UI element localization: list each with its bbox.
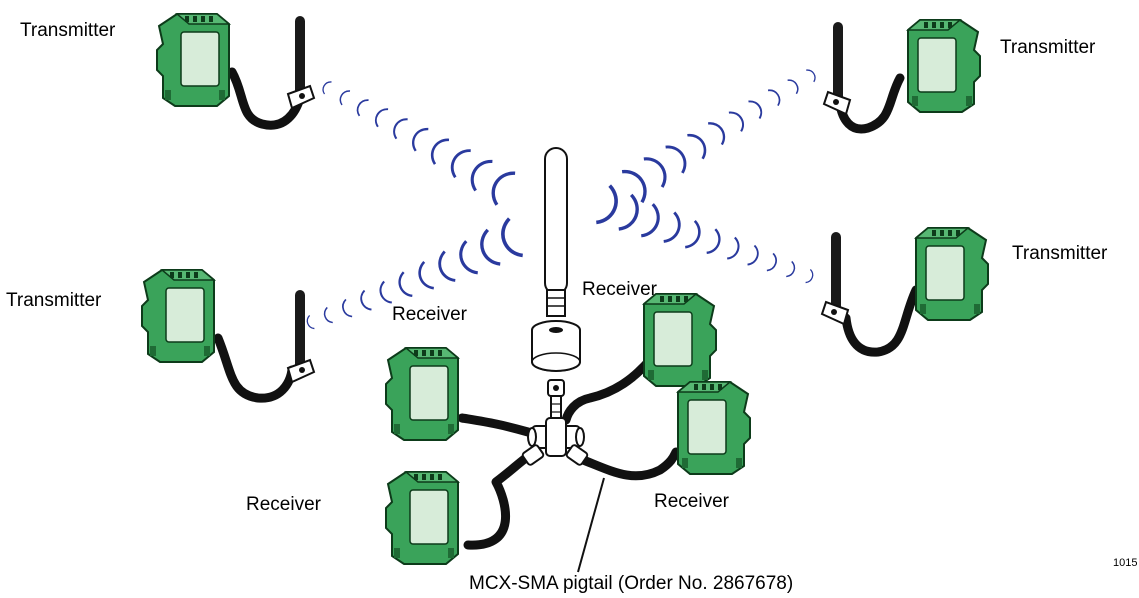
antenna-tx-mid-right — [821, 231, 849, 325]
label-receiver-upper-right: Receiver — [582, 279, 657, 300]
receiver-antenna — [544, 147, 568, 317]
cable-tx-mid-right — [841, 285, 921, 357]
radio-waves-mid-right — [594, 183, 816, 285]
radio-waves-top-left — [319, 79, 517, 207]
label-receiver-lower-right: Receiver — [654, 491, 729, 512]
antenna-tx-mid-left — [287, 289, 315, 383]
figure-id: 1015 — [1113, 557, 1138, 569]
transmitter-module-top-left — [156, 13, 230, 107]
receiver-module-upper-right — [643, 293, 717, 387]
cable-tx-top-left — [227, 67, 305, 130]
transmitter-module-top-right — [907, 19, 981, 113]
cables — [213, 67, 921, 550]
transmitter-module-mid-left — [141, 269, 215, 363]
label-pigtail: MCX-SMA pigtail (Order No. 2867678) — [469, 573, 794, 594]
label-transmitter-mid-right: Transmitter — [1012, 243, 1108, 264]
receiver-module-lower-right — [677, 381, 751, 475]
antenna-tx-top-left — [287, 15, 315, 109]
label-receiver-lower-left: Receiver — [246, 494, 321, 515]
label-transmitter-top-right: Transmitter — [1000, 37, 1096, 58]
receiver-module-lower-left — [385, 471, 459, 565]
splitter-cross — [521, 417, 589, 466]
cable-tx-mid-left — [213, 333, 297, 403]
mcx-plug — [547, 379, 565, 431]
label-transmitter-top-left: Transmitter — [20, 20, 116, 41]
transmitter-module-mid-right — [915, 227, 989, 321]
pigtail-leader-line — [577, 477, 605, 573]
cable-rx-lower-left — [463, 447, 539, 550]
antenna-tx-top-right — [823, 21, 851, 115]
label-transmitter-mid-left: Transmitter — [6, 290, 102, 311]
cable-tx-top-right — [835, 73, 905, 134]
receiver-module-upper-left — [385, 347, 459, 441]
radio-waves-top-right — [620, 67, 819, 204]
cable-rx-lower-right — [573, 447, 681, 481]
cable-rx-upper-right — [561, 355, 655, 425]
label-receiver-upper-left: Receiver — [392, 304, 467, 325]
cable-rx-upper-left — [457, 413, 533, 437]
antenna-base-connector — [531, 320, 581, 372]
